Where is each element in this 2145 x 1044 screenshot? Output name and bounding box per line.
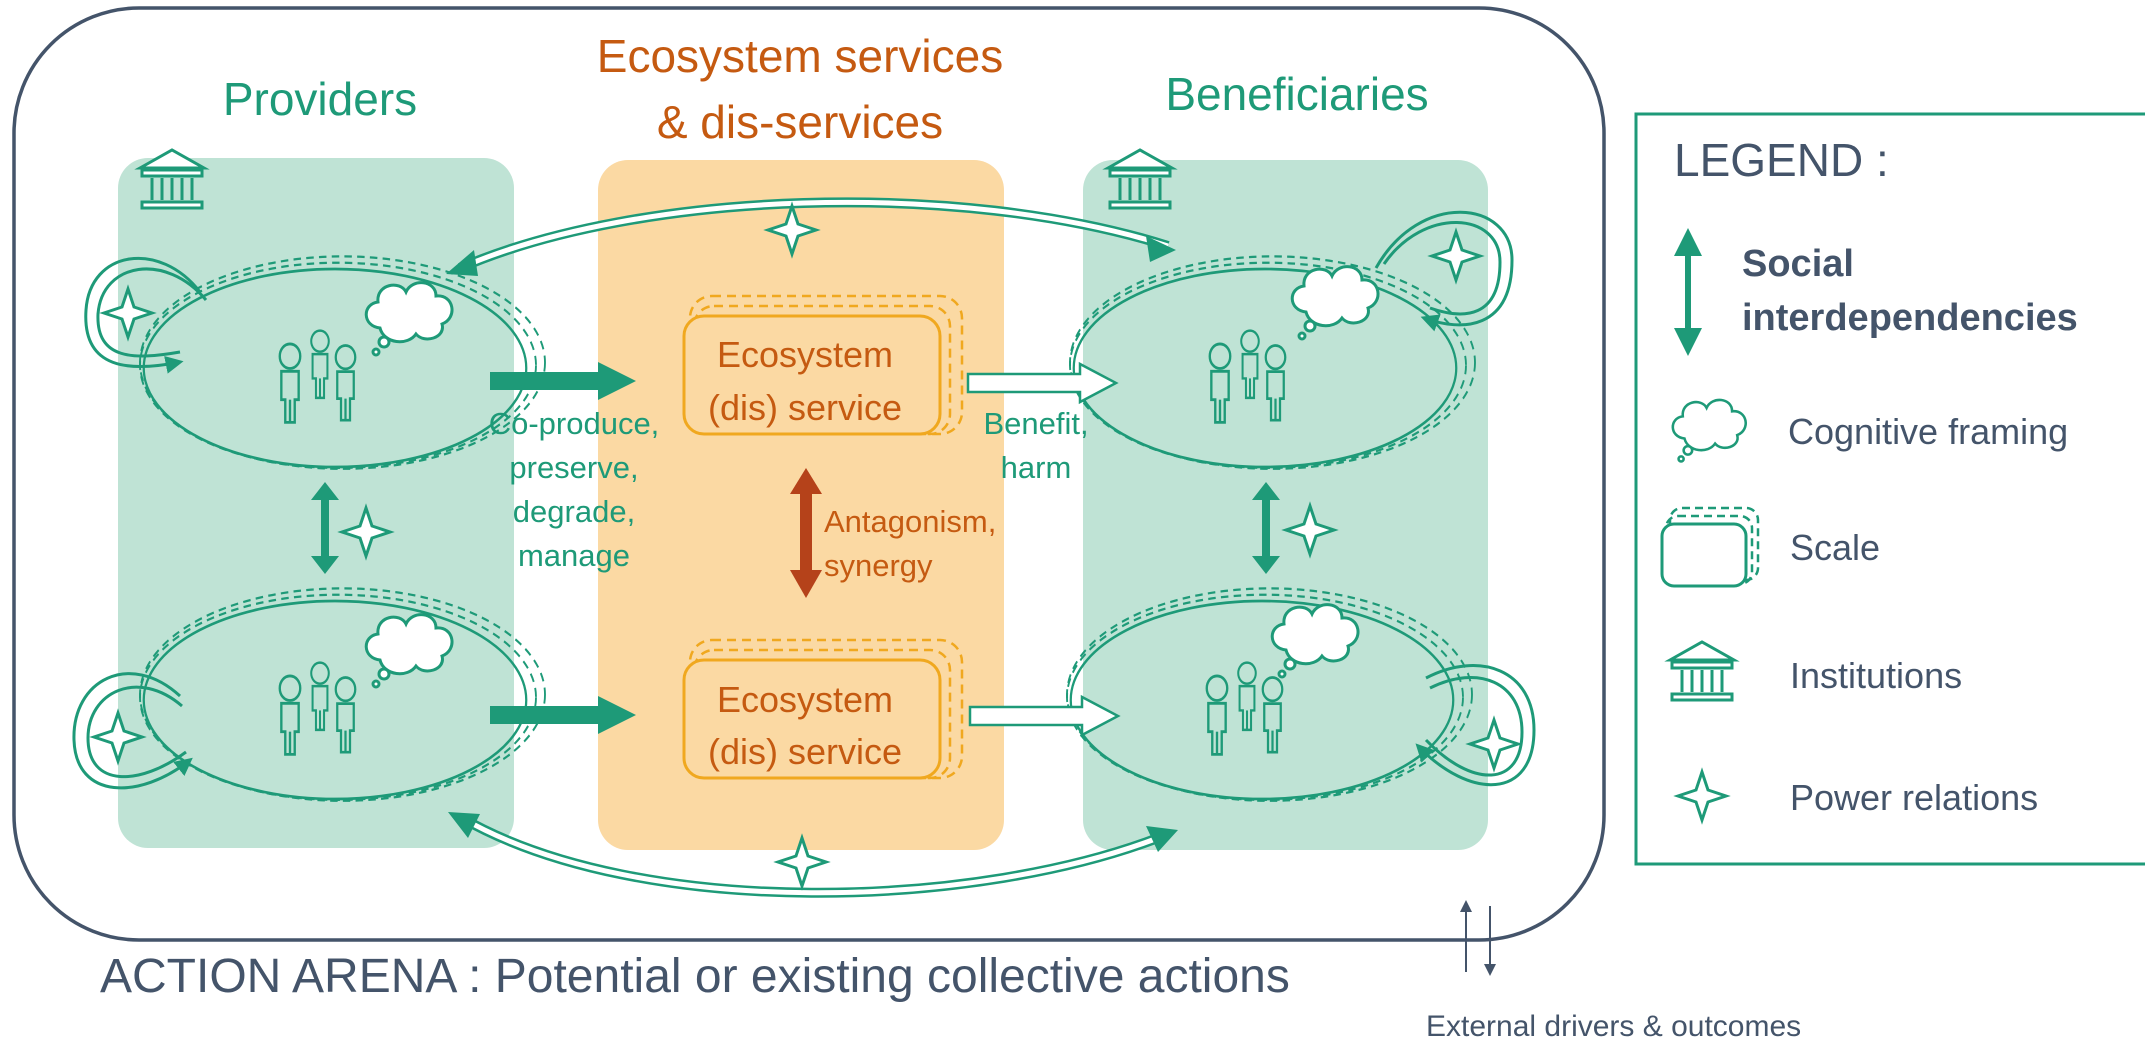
legend-scale-label: Scale [1790, 527, 1880, 568]
provider-interdependency-arrow [311, 482, 339, 574]
benefit-label-1: Benefit, [983, 406, 1088, 441]
legend-cognitive-label: Cognitive framing [1788, 411, 2068, 452]
beneficiary-interdependency-arrow [1252, 482, 1280, 574]
services-title-line1: Ecosystem services [597, 30, 1003, 82]
external-drivers-arrows [1460, 900, 1496, 976]
synergy-label: synergy [824, 548, 933, 583]
coproduce-label-1: Co-produce, [489, 406, 660, 441]
provider-self-loop-bottom [72, 672, 193, 790]
coproduce-label-4: manage [518, 538, 630, 573]
antagonism-synergy-arrow [790, 468, 822, 598]
providers-panel [118, 158, 514, 848]
top-provider-beneficiary-link [458, 197, 1170, 273]
action-arena-title: ACTION ARENA : Potential or existing col… [100, 950, 1290, 1003]
service-box-bottom [682, 638, 964, 780]
service-box-bottom-line2: (dis) service [708, 731, 902, 772]
coproduce-arrow-top [490, 362, 636, 400]
bottom-link-right-head [1146, 826, 1178, 852]
scale-layers-icon [1660, 506, 1760, 588]
service-box-top-line2: (dis) service [708, 387, 902, 428]
service-box-bottom-line1: Ecosystem [717, 679, 893, 720]
legend-power-label: Power relations [1790, 777, 2038, 818]
benefit-label-2: harm [1001, 450, 1072, 485]
coproduce-label-3: degrade, [513, 494, 635, 529]
external-drivers-label: External drivers & outcomes [1426, 1010, 1801, 1043]
beneficiaries-panel [1083, 160, 1488, 850]
legend-institutions-label: Institutions [1790, 655, 1962, 696]
provider-self-loop-top [84, 256, 208, 374]
antagonism-label: Antagonism, [824, 504, 996, 539]
top-link-left-head [446, 250, 478, 276]
beneficiaries-title: Beneficiaries [1165, 68, 1428, 120]
double-arrow-icon [1674, 228, 1702, 356]
legend-title: LEGEND : [1674, 134, 1889, 186]
action-arena-frame [12, 6, 1606, 942]
legend-social-label-1: Social [1742, 243, 1854, 285]
bottom-provider-beneficiary-link [459, 813, 1170, 898]
beneficiary-self-loop-top [1374, 210, 1514, 332]
coproduce-label-2: preserve, [509, 450, 638, 485]
service-box-top-line1: Ecosystem [717, 334, 893, 375]
benefit-arrow-bottom [968, 694, 1121, 738]
service-box-top [682, 294, 964, 436]
top-link-right-head [1146, 236, 1176, 262]
providers-title: Providers [223, 73, 417, 125]
legend-box [1634, 112, 2145, 866]
beneficiary-self-loop-bottom [1415, 664, 1536, 787]
bottom-link-left-head [448, 812, 480, 838]
services-title-line2: & dis-services [657, 96, 943, 148]
legend-social-label-2: interdependencies [1742, 297, 2078, 339]
coproduce-arrow-bottom [490, 696, 636, 734]
benefit-arrow-top [966, 361, 1119, 405]
